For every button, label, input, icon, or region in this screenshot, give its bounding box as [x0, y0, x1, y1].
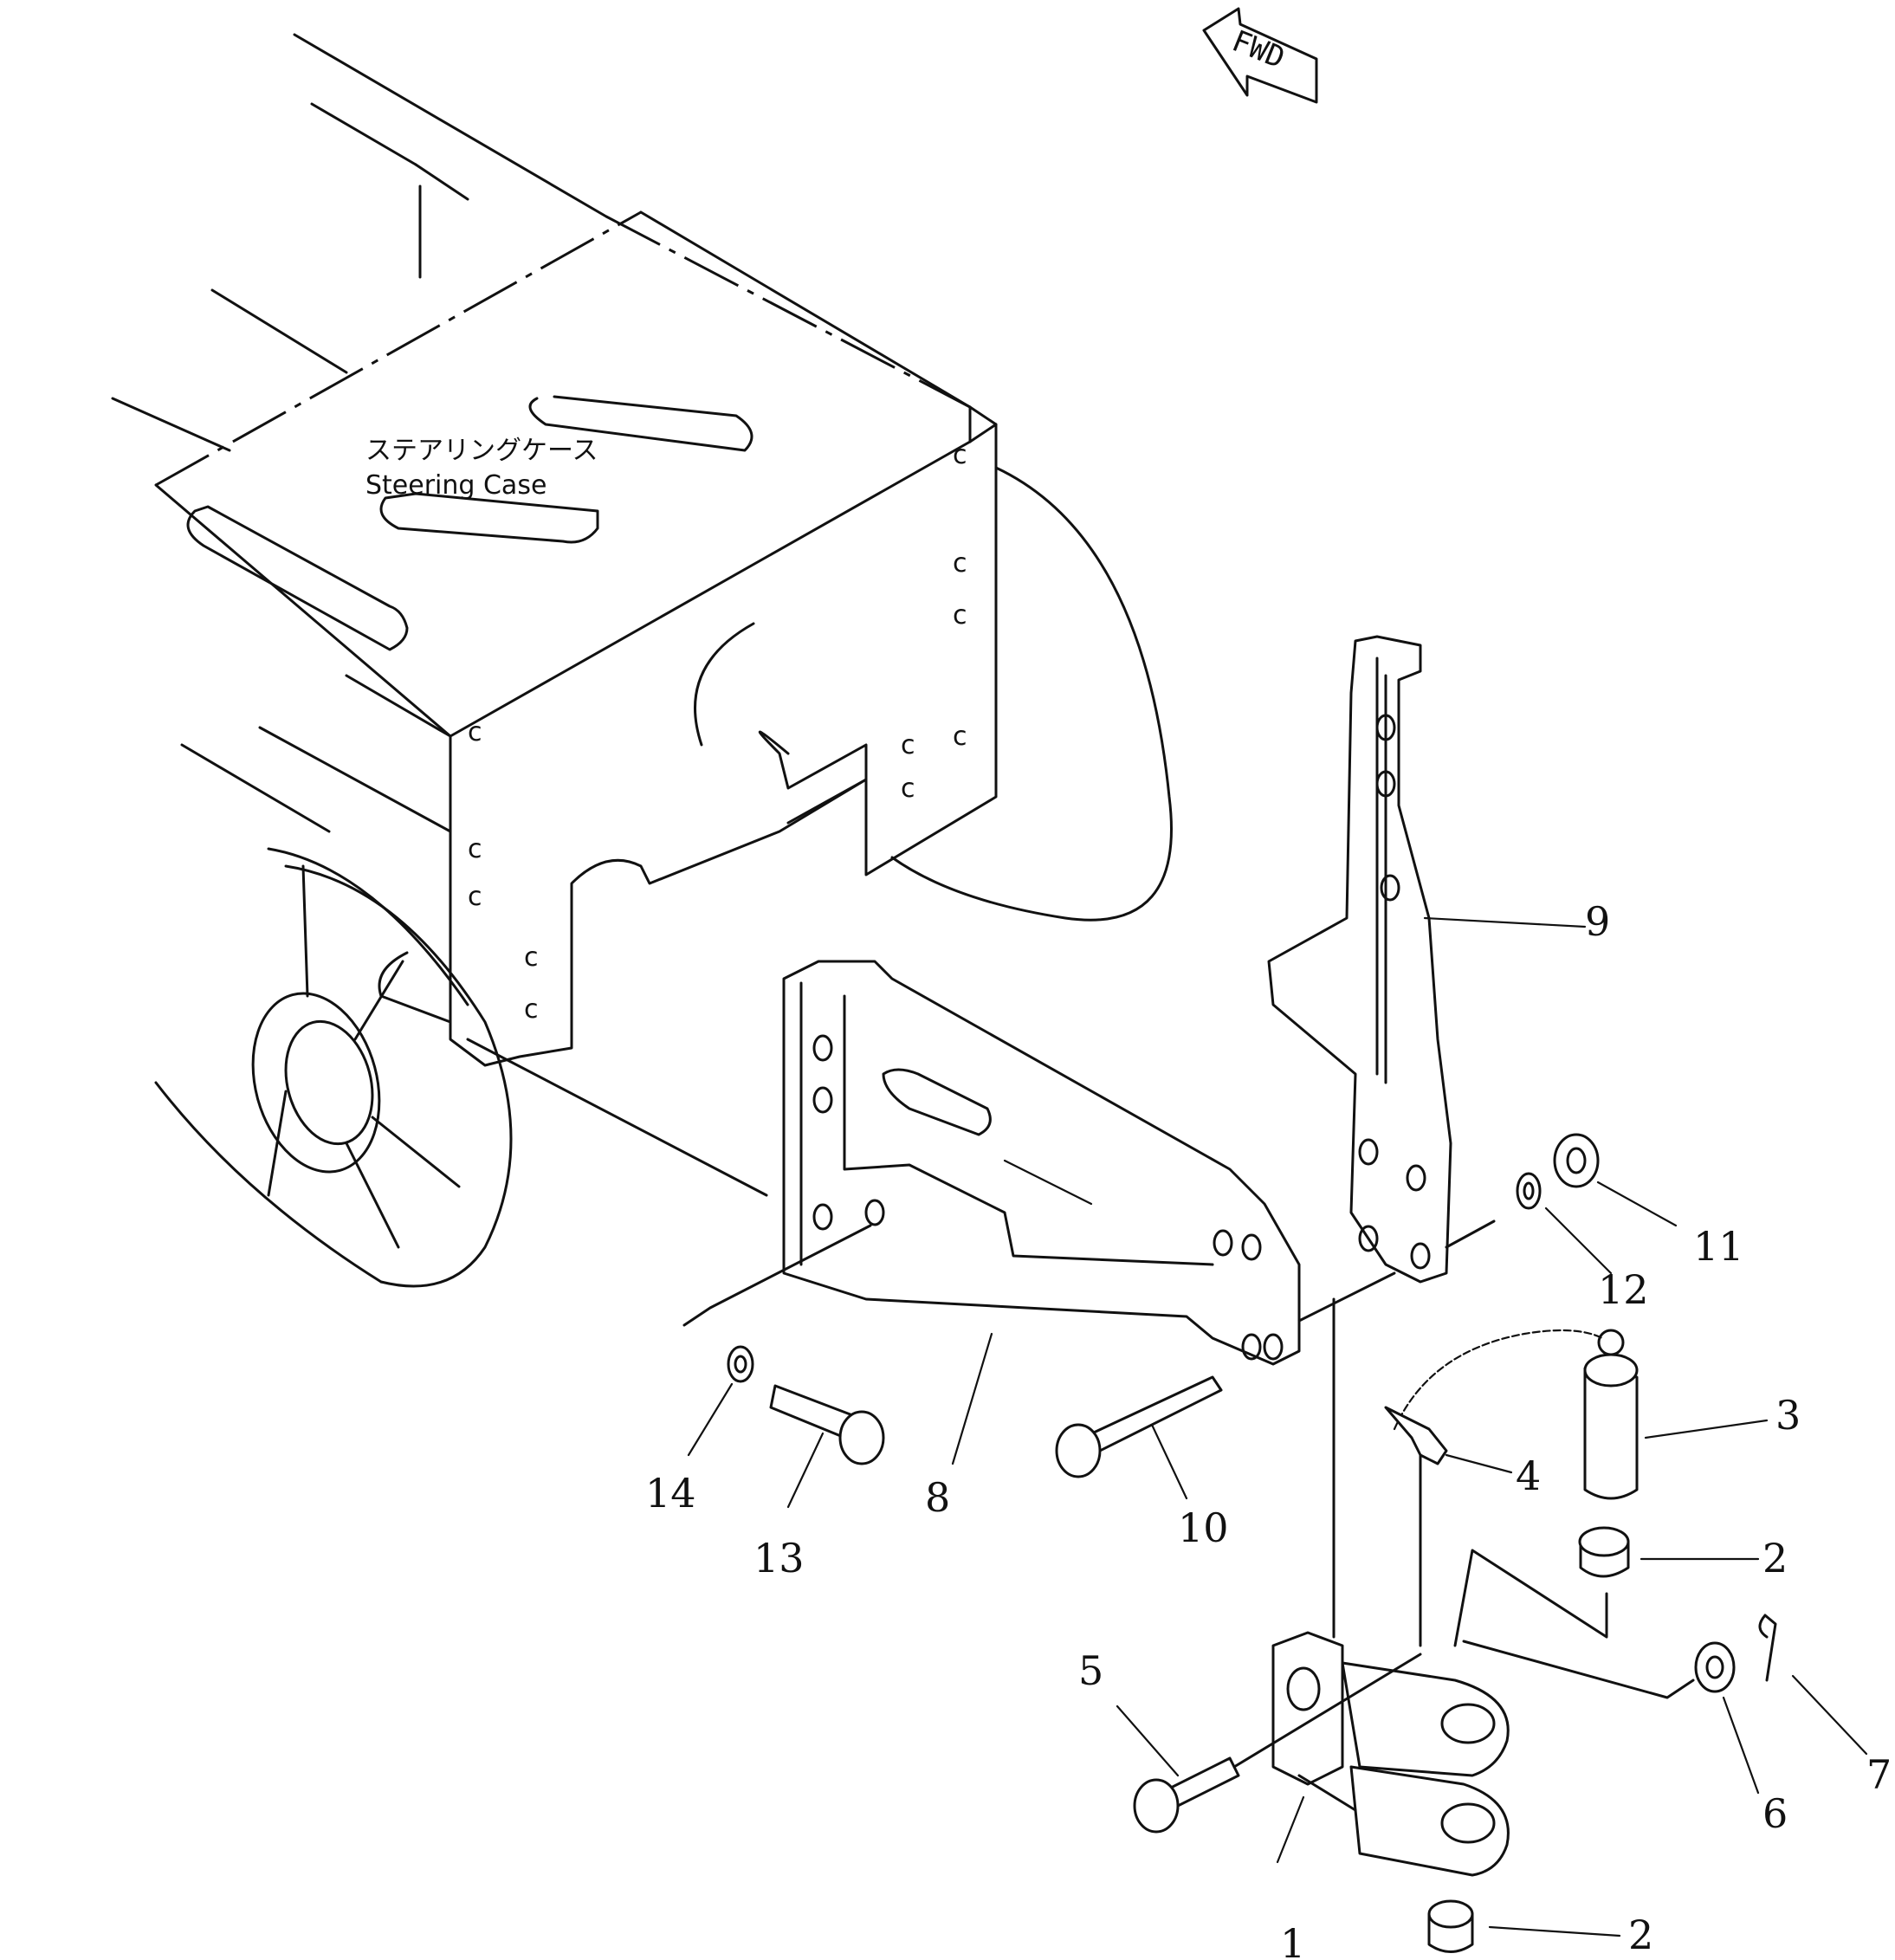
washer-part-12	[1516, 1172, 1542, 1210]
svg-text:c: c	[468, 717, 482, 747]
callout-4: 4	[1516, 1452, 1541, 1499]
svg-text:c: c	[953, 440, 967, 470]
svg-text:c: c	[468, 882, 482, 912]
callout-2-lower: 2	[1628, 1911, 1653, 1958]
callout-8: 8	[925, 1474, 950, 1521]
washer-part-14	[727, 1345, 754, 1383]
callout-14: 14	[645, 1470, 696, 1517]
bracket-part-8	[782, 960, 1396, 1366]
nut-part-6	[1694, 1641, 1736, 1693]
nut-part-11	[1553, 1133, 1600, 1188]
callout-10: 10	[1178, 1504, 1229, 1551]
svg-text:c: c	[901, 773, 915, 804]
callout-11: 11	[1693, 1223, 1744, 1270]
chain	[1393, 1329, 1604, 1431]
callout-12: 12	[1598, 1266, 1649, 1313]
callout-1: 1	[1280, 1920, 1305, 1960]
cotter-pin-part-7	[1758, 1614, 1777, 1682]
callout-6: 6	[1762, 1790, 1788, 1837]
pin-part-3	[1583, 1329, 1639, 1500]
callout-3: 3	[1775, 1392, 1801, 1439]
collar-part-2-upper	[1578, 1526, 1630, 1578]
callout-7: 7	[1866, 1751, 1892, 1798]
drawbar-part-1	[1271, 1631, 1510, 1877]
callout-13: 13	[753, 1535, 805, 1582]
fwd-arrow-marker: FWD	[1202, 7, 1318, 104]
steering-case: c c c c c c c c c c c ステアリングケース Steering…	[111, 33, 1173, 1288]
bolt-part-10	[1055, 1375, 1223, 1478]
bolt-part-13	[769, 1384, 885, 1465]
svg-text:c: c	[901, 730, 915, 760]
svg-text:c: c	[953, 600, 967, 631]
steering-case-label-en: Steering Case	[365, 470, 547, 501]
callout-labels: 1 2 2 3 4 5 6 7 8 9 10 11 12 13 14	[645, 898, 1892, 1960]
callout-2-upper: 2	[1762, 1535, 1788, 1582]
svg-text:c: c	[953, 721, 967, 752]
svg-text:c: c	[524, 942, 539, 973]
assembly-lines	[682, 1224, 1695, 1699]
callout-9: 9	[1585, 898, 1610, 945]
steering-case-label-jp: ステアリングケース	[365, 436, 598, 466]
clip-part-4	[1384, 1406, 1448, 1465]
svg-text:c: c	[953, 548, 967, 579]
svg-text:c: c	[468, 834, 482, 864]
plate-part-9	[1267, 635, 1496, 1639]
collar-part-2-lower	[1427, 1899, 1474, 1953]
callout-5: 5	[1078, 1647, 1103, 1694]
bolt-part-5	[1133, 1653, 1422, 1834]
svg-text:c: c	[524, 994, 539, 1025]
leader-lines	[687, 916, 1868, 1937]
